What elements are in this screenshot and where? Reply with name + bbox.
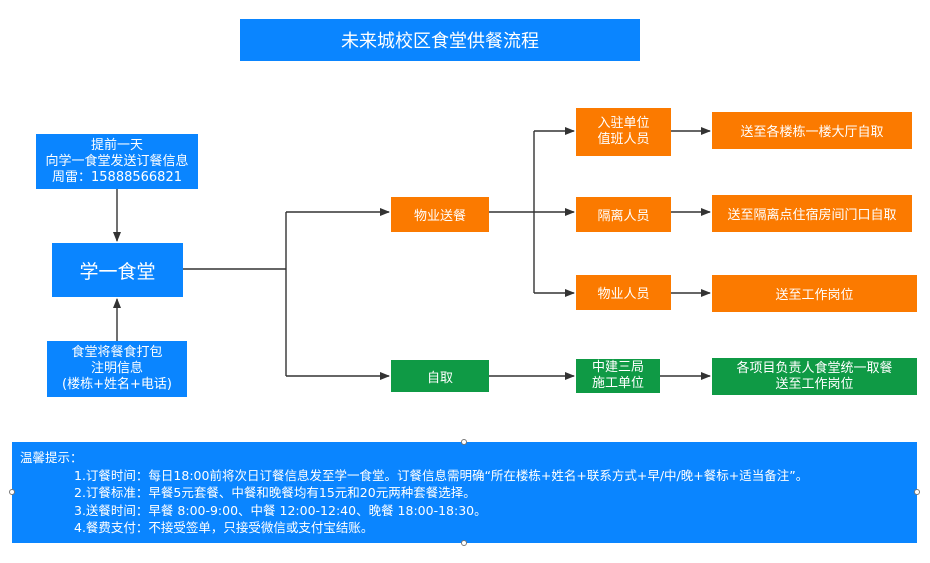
node-self-pickup: 自取 bbox=[391, 360, 489, 392]
node-dest-lobby: 送至各楼栋一楼大厅自取 bbox=[712, 112, 912, 149]
node-property-staff: 物业人员 bbox=[576, 275, 671, 310]
resize-handle-left[interactable] bbox=[9, 489, 15, 495]
notice-box[interactable]: 温馨提示： 1.订餐时间：每日18:00前将次日订餐信息发至学一食堂。订餐信息需… bbox=[12, 442, 917, 543]
node-dest-isolation: 送至隔离点住宿房间门口自取 bbox=[712, 195, 912, 232]
notice-item-order-standard: 2.订餐标准：早餐5元套餐、中餐和晚餐均有15元和20元两种套餐选择。 bbox=[74, 485, 476, 500]
notice-item-payment: 4.餐费支付：不接受签单，只接受微信或支付宝结账。 bbox=[74, 520, 374, 535]
resize-handle-top[interactable] bbox=[461, 439, 467, 445]
node-cjsj-unit: 中建三局 施工单位 bbox=[576, 359, 660, 393]
node-isolated: 隔离人员 bbox=[576, 197, 671, 232]
notice-heading: 温馨提示： bbox=[20, 450, 83, 465]
node-dest-post: 送至工作岗位 bbox=[712, 275, 917, 312]
notice-item-delivery-time: 3.送餐时间：早餐 8:00-9:00、中餐 12:00-12:40、晚餐 18… bbox=[74, 502, 487, 518]
node-pack-meals: 食堂将餐食打包 注明信息 (楼栋+姓名+电话) bbox=[47, 341, 187, 397]
diagram-title: 未来城校区食堂供餐流程 bbox=[240, 19, 640, 61]
node-property-delivery: 物业送餐 bbox=[391, 197, 489, 232]
node-canteen: 学一食堂 bbox=[52, 243, 183, 297]
resize-handle-bottom[interactable] bbox=[461, 540, 467, 546]
notice-item-order-time: 1.订餐时间：每日18:00前将次日订餐信息发至学一食堂。订餐信息需明确“所在楼… bbox=[74, 467, 809, 483]
resize-handle-right[interactable] bbox=[914, 489, 920, 495]
node-dest-project: 各项目负责人食堂统一取餐 送至工作岗位 bbox=[712, 358, 917, 395]
node-advance-order: 提前一天 向学一食堂发送订餐信息 周雷：15888566821 bbox=[36, 134, 198, 189]
node-resident-unit: 入驻单位 值班人员 bbox=[576, 108, 671, 156]
